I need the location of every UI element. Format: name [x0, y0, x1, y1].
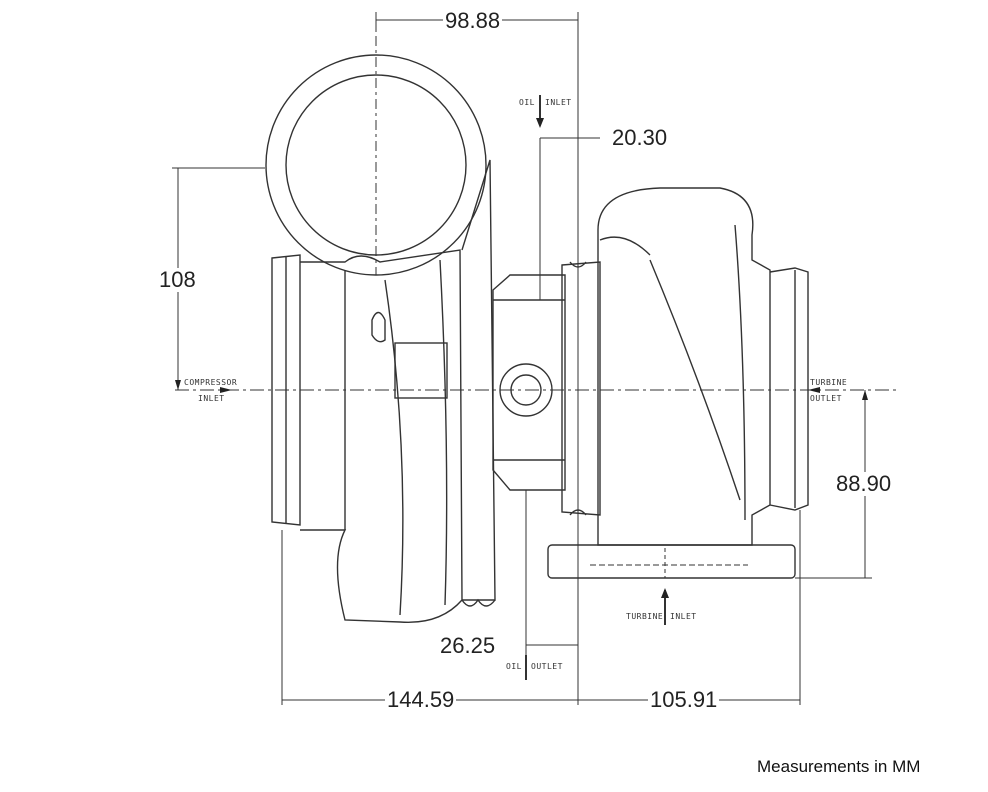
turbine-inlet-foot [547, 544, 796, 579]
dimension-arrows [175, 118, 868, 598]
dimension-144-59: 144.59 [385, 687, 457, 712]
oil-outlet-label-2: OUTLET [531, 662, 563, 671]
dimension-20-30: 20.30 [610, 125, 670, 150]
oil-inlet-label-2: INLET [545, 98, 572, 107]
compressor-inlet-label-1: COMPRESSOR [184, 378, 238, 387]
compressor-body [300, 249, 463, 624]
compressor-inlet-flange [271, 254, 301, 526]
compressor-volute-inner [285, 74, 467, 256]
dimension-105-91: 105.91 [648, 687, 720, 712]
measurement-units-note: Measurements in MM [757, 757, 921, 776]
oil-outlet-label-1: OIL [506, 662, 522, 671]
turbine-inlet-label-2: INLET [670, 612, 697, 621]
turbine-flange [561, 261, 601, 516]
compressor-boss [394, 342, 448, 399]
turbine-inlet-label-1: TURBINE [626, 612, 664, 621]
center-housing [492, 274, 566, 491]
compressor-volute-outer [265, 54, 487, 276]
turbine-outlet-label-1: TURBINE [810, 378, 848, 387]
dimension-26-25: 26.25 [438, 633, 498, 658]
compressor-inlet-label-2: INLET [198, 394, 225, 403]
oil-port-outer [499, 363, 553, 417]
dimension-98-88: 98.88 [443, 8, 503, 33]
dimension-88-90: 88.90 [834, 471, 894, 496]
dimension-108: 108 [157, 267, 198, 292]
oil-port-inner [510, 374, 542, 406]
turbine-outlet-flange [769, 267, 809, 511]
turbine-outlet-label-2: OUTLET [810, 394, 842, 403]
turbine-housing [597, 187, 771, 546]
oil-inlet-label-1: OIL [519, 98, 535, 107]
